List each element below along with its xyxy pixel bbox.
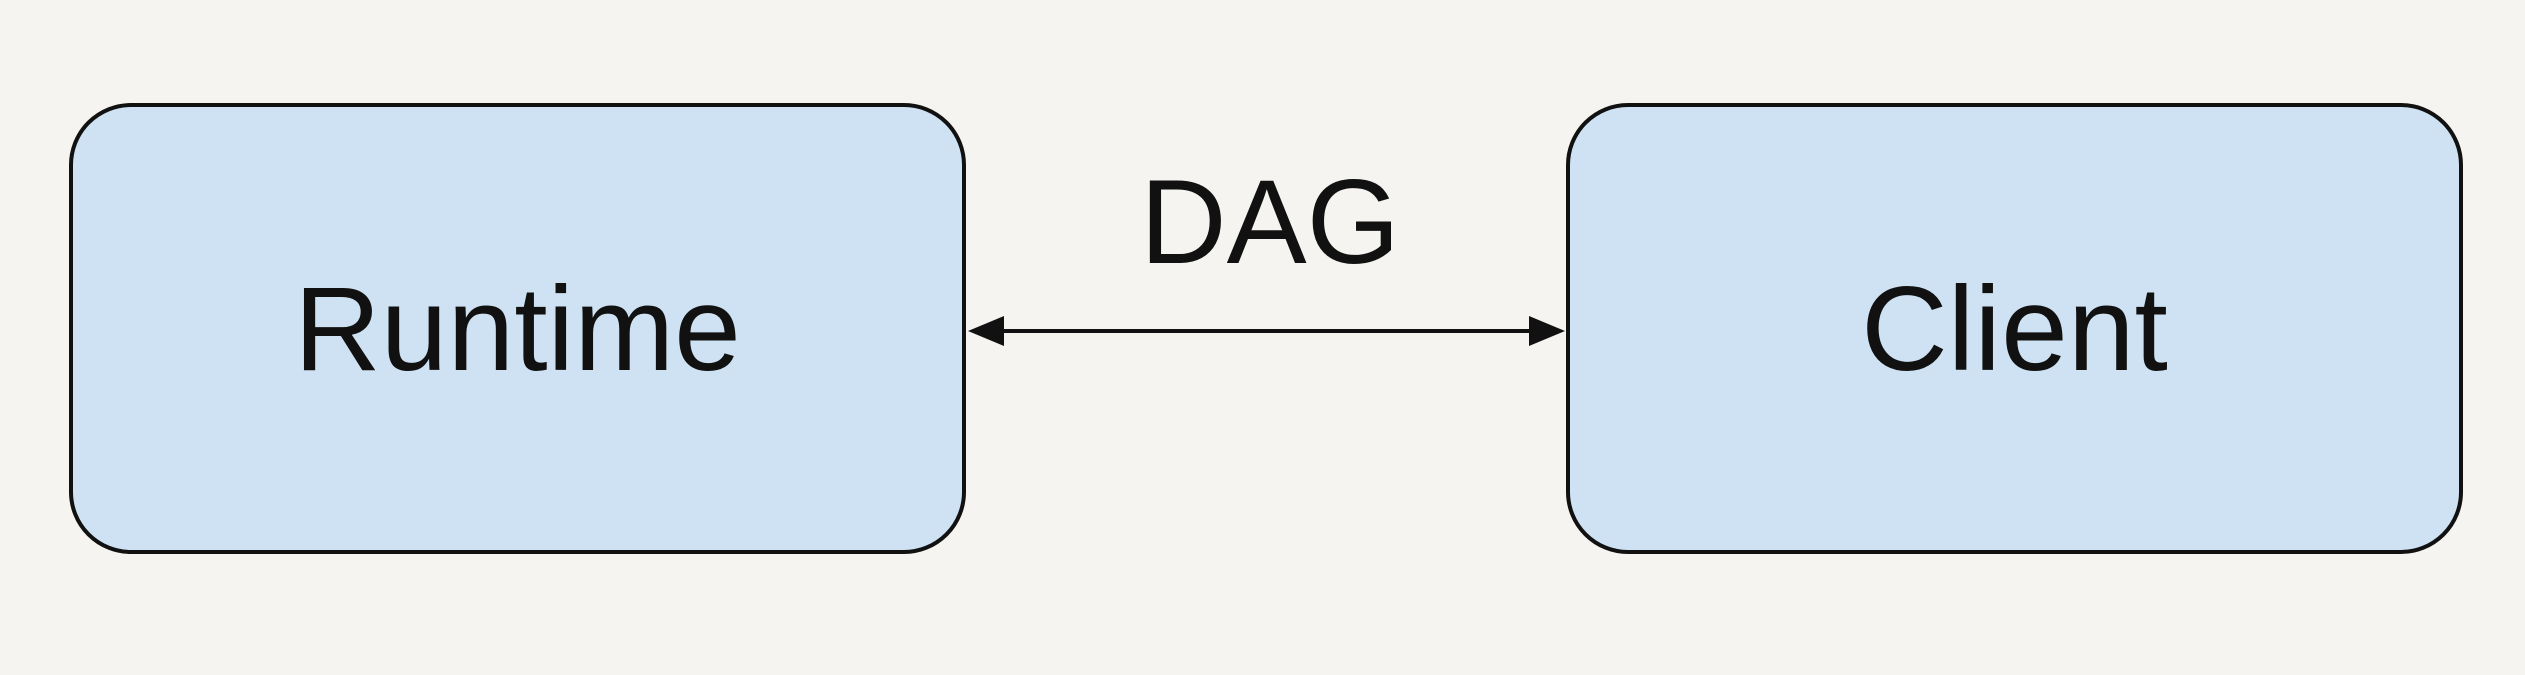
arrow-head-left-icon [968, 316, 1004, 346]
runtime-node: Runtime [69, 103, 966, 554]
dag-edge-label: DAG [1139, 155, 1401, 289]
runtime-node-label: Runtime [294, 261, 741, 396]
client-node: Client [1566, 103, 2463, 554]
arrow-head-right-icon [1529, 316, 1565, 346]
client-node-label: Client [1861, 261, 2168, 396]
